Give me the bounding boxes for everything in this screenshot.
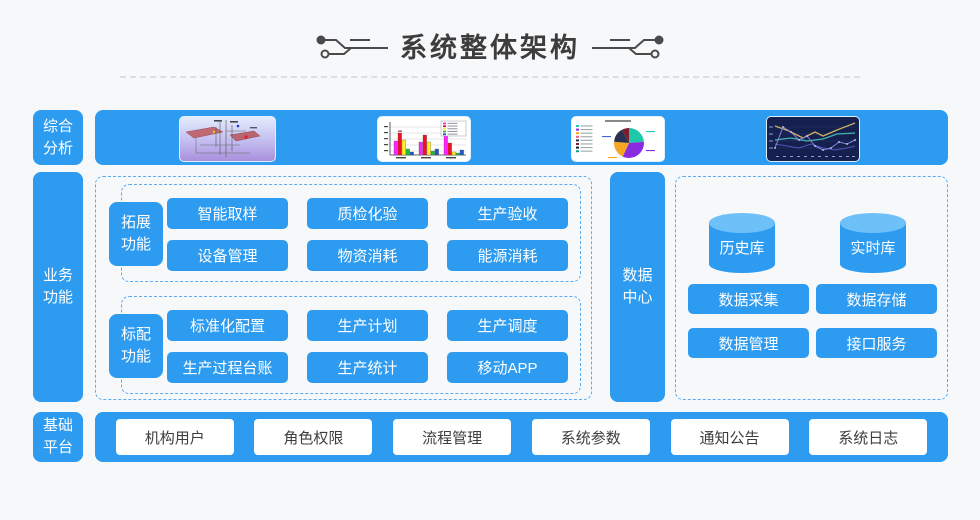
data-section-container: 历史库 实时库 数据采集 数据存储 数据管理 接口服务 [675, 176, 948, 400]
module-data-management[interactable]: 数据管理 [688, 328, 809, 358]
module-production-stats[interactable]: 生产统计 [307, 352, 428, 383]
module-production-acceptance[interactable]: 生产验收 [447, 198, 568, 229]
module-interface-service[interactable]: 接口服务 [816, 328, 937, 358]
data-functions-grid: 数据采集 数据存储 数据管理 接口服务 [688, 284, 937, 358]
module-standard-config[interactable]: 标准化配置 [167, 310, 288, 341]
module-equipment-management[interactable]: 设备管理 [167, 240, 288, 271]
standard-functions-grid: 标准化配置 生产计划 生产调度 生产过程台账 生产统计 移动APP [167, 310, 568, 383]
standard-functions-group: 标配功能 标准化配置 生产计划 生产调度 生产过程台账 生产统计 移动APP [109, 296, 581, 394]
realtime-database-cylinder-icon: 实时库 [840, 213, 906, 273]
btn-notice[interactable]: 通知公告 [670, 419, 789, 455]
mine-3d-thumbnail [180, 117, 275, 161]
analysis-bar [95, 110, 948, 165]
module-production-dispatch[interactable]: 生产调度 [447, 310, 568, 341]
rail-label-platform: 基础平台 [33, 412, 83, 462]
extended-functions-label: 拓展功能 [109, 202, 163, 266]
history-database-label: 历史库 [719, 240, 765, 257]
circuit-ornament-right-icon [592, 35, 664, 58]
business-functions-container: 拓展功能 智能取样 质检化验 生产验收 设备管理 物资消耗 能源消耗 标配功能 … [95, 176, 592, 400]
extended-functions-grid: 智能取样 质检化验 生产验收 设备管理 物资消耗 能源消耗 [167, 198, 568, 271]
module-production-ledger[interactable]: 生产过程台账 [167, 352, 288, 383]
line-chart-thumbnail [767, 117, 859, 161]
bar-chart-thumbnail [378, 117, 470, 161]
circuit-ornament-left-icon [316, 35, 388, 58]
data-center-label: 数据中心 [610, 172, 665, 402]
history-database-cylinder-icon: 历史库 [709, 213, 775, 273]
title-divider [120, 76, 860, 78]
module-energy-consumption[interactable]: 能源消耗 [447, 240, 568, 271]
module-quality-inspection[interactable]: 质检化验 [307, 198, 428, 229]
pie-chart-thumbnail [572, 117, 664, 161]
btn-process-management[interactable]: 流程管理 [393, 419, 512, 455]
realtime-database-label: 实时库 [850, 240, 896, 257]
page-title: 系统整体架构 [400, 33, 580, 63]
rail-label-analysis: 综合分析 [33, 110, 83, 165]
btn-system-params[interactable]: 系统参数 [531, 419, 650, 455]
rail-label-business: 业务功能 [33, 172, 83, 402]
module-data-collection[interactable]: 数据采集 [688, 284, 809, 314]
btn-org-users[interactable]: 机构用户 [115, 419, 234, 455]
extended-functions-group: 拓展功能 智能取样 质检化验 生产验收 设备管理 物资消耗 能源消耗 [109, 184, 581, 282]
module-production-plan[interactable]: 生产计划 [307, 310, 428, 341]
module-material-consumption[interactable]: 物资消耗 [307, 240, 428, 271]
title-row: 系统整体架构 [0, 26, 980, 65]
module-smart-sampling[interactable]: 智能取样 [167, 198, 288, 229]
module-mobile-app[interactable]: 移动APP [447, 352, 568, 383]
btn-role-permission[interactable]: 角色权限 [254, 419, 373, 455]
btn-system-log[interactable]: 系统日志 [809, 419, 928, 455]
platform-bar: 机构用户 角色权限 流程管理 系统参数 通知公告 系统日志 [95, 412, 948, 462]
standard-functions-label: 标配功能 [109, 314, 163, 378]
module-data-storage[interactable]: 数据存储 [816, 284, 937, 314]
